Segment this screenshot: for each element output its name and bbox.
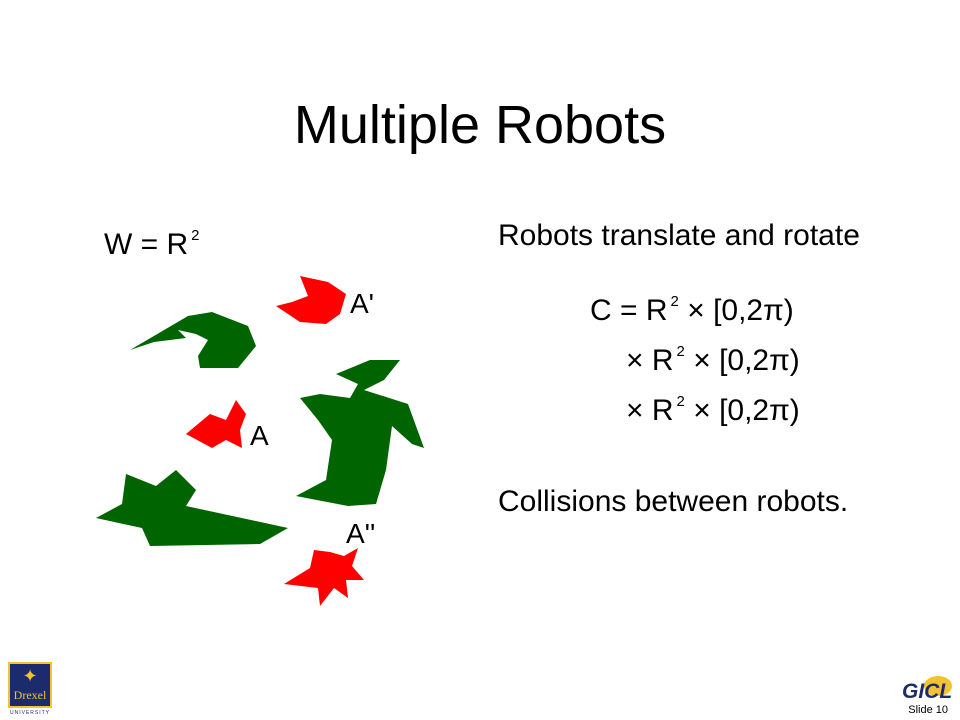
config-line-3-post: × [0,2π) [693,394,800,427]
config-line-2-post: × [0,2π) [693,344,800,377]
workspace-formula-lhs: W = R [104,228,189,261]
drexel-dragon-icon: ✦ [22,666,38,686]
config-line-2-pre: × R [626,344,674,377]
config-line-1-post: × [0,2π) [687,294,794,327]
bullet-collisions: Collisions between robots. [498,485,849,518]
robot-a-prime [276,276,346,324]
robot-a [186,400,246,448]
gicl-logo: GICL [902,680,953,703]
robot-label-a-prime: A' [350,288,375,319]
config-line-3-pre: × R [626,394,674,427]
drexel-logo: ✦ Drexel [8,662,52,708]
config-line-1-exp: 2 [670,293,679,310]
config-line-3-exp: 2 [676,393,685,410]
config-line-2-exp: 2 [676,343,685,360]
slide-title: Multiple Robots [293,95,667,155]
workspace-formula-exp: 2 [191,227,200,244]
obstacle-right-tall [296,360,424,506]
robot-a-double-prime [284,548,364,606]
gicl-swoosh-icon [924,676,952,696]
bullet-translate-rotate: Robots translate and rotate [498,219,860,252]
slide-number: Slide 10 [908,704,948,716]
drexel-name: Drexel [13,688,47,702]
obstacle-top-left [130,312,256,368]
robot-label-a: A [250,420,269,451]
obstacle-bottom-left [96,470,288,546]
drexel-university-text: UNIVERSITY [9,710,50,716]
robot-label-a-double-prime: A'' [346,518,376,549]
config-line-1-pre: C = R [590,294,668,327]
